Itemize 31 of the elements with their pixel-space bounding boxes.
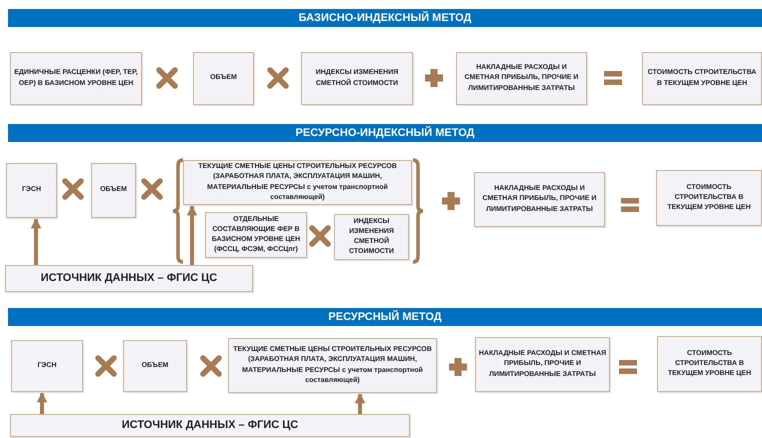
process-box	[475, 337, 610, 392]
process-box	[456, 52, 587, 105]
process-box	[91, 163, 136, 218]
process-box	[10, 52, 142, 105]
process-box	[228, 338, 437, 393]
data-source-box	[10, 414, 410, 437]
process-box	[642, 52, 762, 105]
box-text: ИСТОЧНИК ДАННЫХ – ФГИС ЦС	[120, 418, 300, 433]
process-box	[123, 340, 187, 392]
box-text: ИСТОЧНИК ДАННЫХ – ФГИС ЦС	[40, 270, 218, 286]
process-box	[205, 212, 307, 258]
arrow	[36, 392, 48, 414]
process-box	[656, 170, 762, 226]
process-box	[6, 163, 57, 218]
process-box	[11, 340, 83, 392]
section-header-band	[8, 124, 762, 142]
process-box	[193, 52, 254, 105]
data-source-box	[5, 265, 253, 292]
section-title: РЕСУРСНЫЙ МЕТОД	[328, 311, 442, 323]
arrow	[186, 204, 198, 265]
process-box	[657, 336, 762, 392]
process-box	[334, 214, 409, 260]
process-box	[474, 172, 605, 227]
section-header-band	[8, 308, 762, 326]
section-title: БАЗИСНО-ИНДЕКСНЫЙ МЕТОД	[298, 12, 472, 24]
arrow	[354, 392, 366, 414]
process-box	[183, 160, 412, 205]
section-title: РЕСУРСНО-ИНДЕКСНЫЙ МЕТОД	[296, 127, 474, 139]
process-box	[301, 52, 413, 105]
arrow	[30, 218, 42, 265]
section-header-band	[8, 9, 762, 27]
